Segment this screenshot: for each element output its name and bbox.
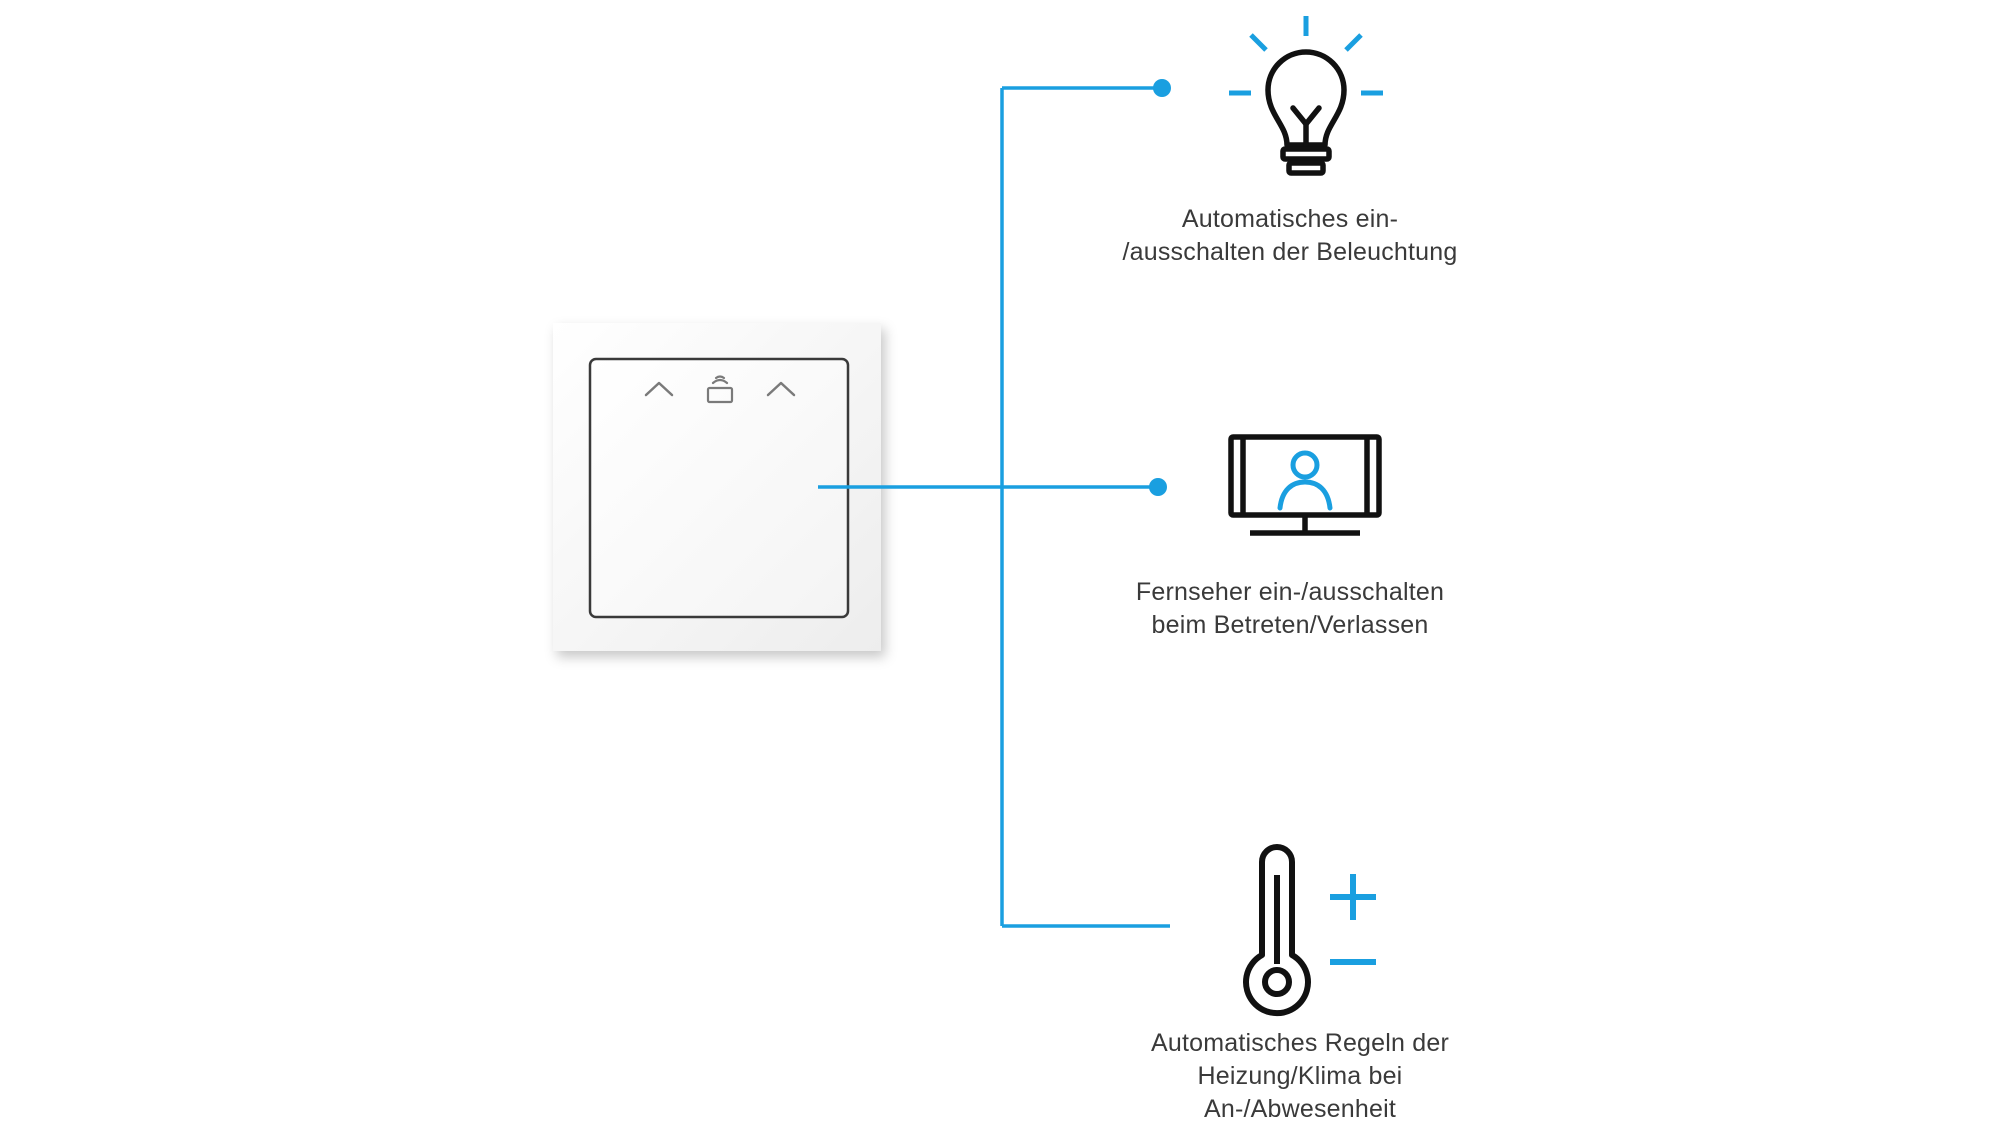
switch-rocker (588, 357, 850, 619)
sensor-window-icon (706, 375, 734, 404)
caption-line: Fernseher ein-/ausschalten (1135, 578, 1445, 606)
caption-line: Heizung/Klima bei (1197, 1062, 1403, 1090)
connector-lines (818, 86, 1170, 928)
caption-line: Automatisches ein- (1181, 205, 1399, 233)
function-caption-light: Automatisches ein- /ausschalten der Bele… (1080, 203, 1500, 269)
connector-dot-tv (1149, 478, 1167, 496)
function-caption-climate: Automatisches Regeln der Heizung/Klima b… (1090, 1027, 1510, 1126)
chevron-up-icon (644, 381, 674, 397)
connector-dot-light (1153, 79, 1171, 97)
caption-line: Automatisches Regeln der (1150, 1029, 1449, 1057)
thermometer-plus-minus-icon (1243, 844, 1376, 1017)
function-caption-tv: Fernseher ein-/ausschalten beim Betreten… (1080, 576, 1500, 642)
caption-line: /ausschalten der Beleuchtung (1122, 238, 1458, 266)
caption-line: An-/Abwesenheit (1203, 1095, 1396, 1123)
caption-line: beim Betreten/Verlassen (1151, 611, 1429, 639)
tv-person-icon (1228, 434, 1382, 536)
light-bulb-icon (1229, 16, 1383, 176)
chevron-up-icon (766, 381, 796, 397)
